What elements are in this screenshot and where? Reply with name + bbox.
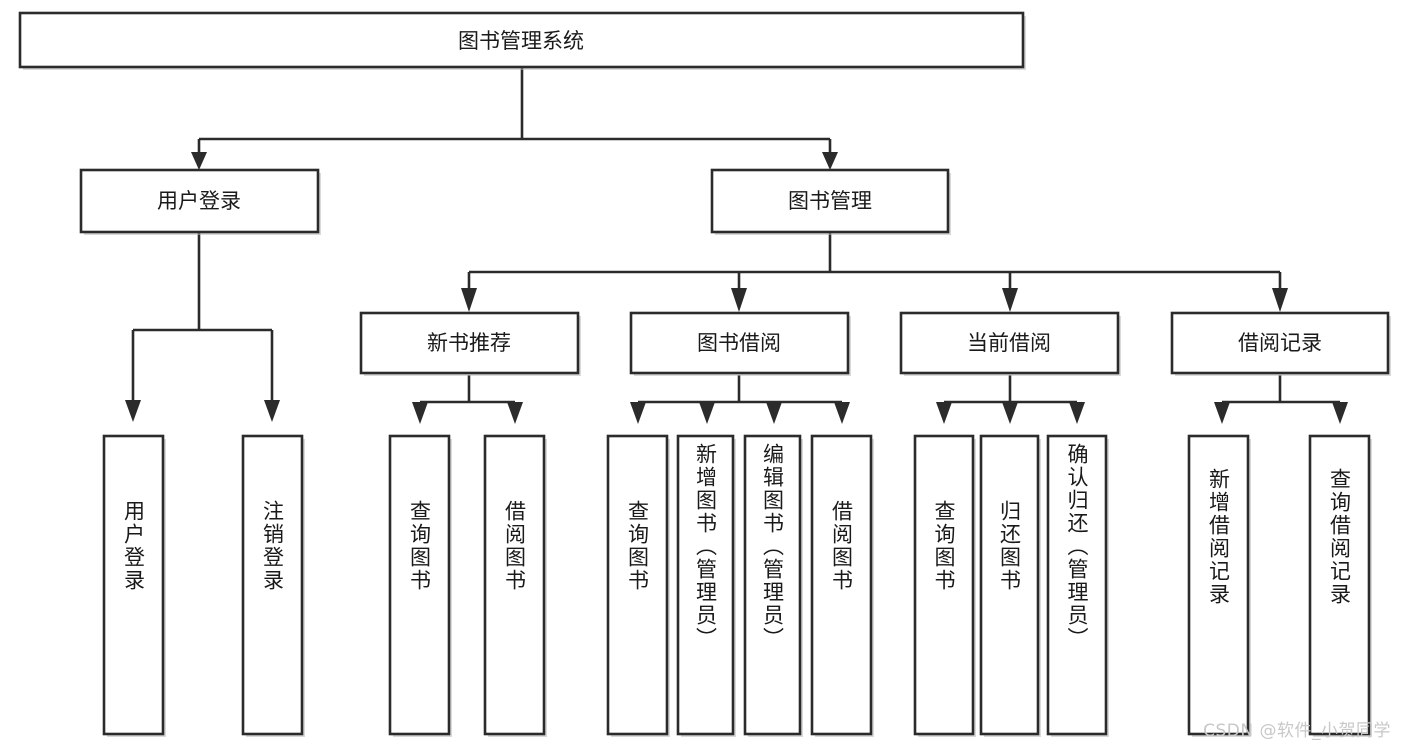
arrowhead-new-book-recommend bbox=[461, 288, 477, 312]
connector-layer bbox=[125, 67, 1348, 424]
arrowhead-book-borrow bbox=[731, 288, 747, 312]
new-book-recommend-box bbox=[359, 311, 580, 375]
arrowhead-current-borrow bbox=[1002, 288, 1018, 312]
book-management-label: 图书管理 bbox=[788, 189, 872, 213]
arrowhead-leaf-borrow-book-2 bbox=[834, 402, 850, 424]
node-leaf-edit-book[interactable] bbox=[743, 434, 803, 737]
root-label: 图书管理系统 bbox=[458, 29, 584, 53]
leaf-borrow-book-2-box bbox=[810, 434, 873, 736]
user-login-label: 用户登录 bbox=[157, 189, 241, 213]
node-leaf-borrow-book-1[interactable] bbox=[483, 434, 547, 737]
book-management-box bbox=[710, 168, 950, 234]
node-layer: 图书管理系统 用户登录 图书管理 新书推荐 bbox=[18, 11, 1391, 737]
arrowhead-leaf-query-book-3 bbox=[936, 402, 952, 424]
leaf-confirm-return-box bbox=[1046, 434, 1108, 736]
borrow-record-label: 借阅记录 bbox=[1238, 331, 1322, 355]
node-current-borrow[interactable]: 当前借阅 bbox=[899, 311, 1121, 376]
leaf-edit-book-box bbox=[743, 434, 802, 736]
leaf-query-book-1-box bbox=[388, 434, 451, 736]
node-leaf-query-book-3[interactable] bbox=[913, 434, 976, 737]
arrowhead-leaf-add-book bbox=[699, 402, 715, 424]
arrowhead-leaf-add-record bbox=[1214, 402, 1230, 424]
node-leaf-user-login[interactable] bbox=[102, 434, 166, 737]
node-root[interactable]: 图书管理系统 bbox=[18, 11, 1026, 70]
node-leaf-confirm-return[interactable] bbox=[1046, 434, 1109, 737]
node-leaf-add-book[interactable] bbox=[676, 434, 736, 737]
leaf-query-record-box bbox=[1308, 434, 1371, 736]
arrowhead-leaf-return-book bbox=[1002, 402, 1018, 424]
node-borrow-record[interactable]: 借阅记录 bbox=[1170, 311, 1391, 376]
leaf-add-record-box bbox=[1187, 434, 1250, 736]
node-new-book-recommend[interactable]: 新书推荐 bbox=[359, 311, 581, 376]
arrowhead-user-login bbox=[191, 152, 207, 170]
leaf-borrow-book-1-box bbox=[483, 434, 546, 736]
arrowhead-leaf-query-record bbox=[1332, 402, 1348, 424]
leaf-query-book-3-box bbox=[913, 434, 975, 736]
user-login-box bbox=[79, 168, 320, 234]
arrowhead-leaf-query-book-2 bbox=[630, 402, 646, 424]
node-leaf-query-book-2[interactable] bbox=[606, 434, 670, 737]
leaf-logout-login-box bbox=[241, 434, 304, 736]
current-borrow-label: 当前借阅 bbox=[967, 331, 1051, 355]
node-leaf-return-book[interactable] bbox=[979, 434, 1041, 737]
leaf-return-book-box bbox=[979, 434, 1040, 736]
node-leaf-query-record[interactable] bbox=[1308, 434, 1372, 737]
leaf-user-login-box bbox=[102, 434, 165, 736]
arrowhead-leaf-edit-book bbox=[766, 402, 782, 424]
book-borrow-label: 图书借阅 bbox=[697, 331, 781, 355]
node-user-login[interactable]: 用户登录 bbox=[79, 168, 321, 235]
new-book-recommend-label: 新书推荐 bbox=[427, 331, 511, 355]
root-box bbox=[18, 11, 1025, 69]
arrowhead-leaf-confirm-return bbox=[1069, 402, 1085, 424]
borrow-record-box bbox=[1170, 311, 1390, 375]
book-borrow-box bbox=[629, 311, 850, 375]
current-borrow-box bbox=[899, 311, 1120, 375]
leaf-add-book-box bbox=[676, 434, 735, 736]
node-book-management[interactable]: 图书管理 bbox=[710, 168, 951, 235]
arrowhead-leaf-user-login bbox=[125, 400, 141, 422]
leaf-query-book-2-box bbox=[606, 434, 669, 736]
arrowhead-leaf-query-book-1 bbox=[412, 402, 428, 424]
arrowhead-book-management bbox=[822, 152, 838, 170]
node-leaf-add-record[interactable] bbox=[1187, 434, 1251, 737]
node-leaf-logout-login[interactable] bbox=[241, 434, 305, 737]
arrowhead-leaf-logout-login bbox=[264, 400, 280, 422]
arrowhead-leaf-borrow-book-1 bbox=[507, 402, 523, 424]
arrowhead-borrow-record bbox=[1272, 288, 1288, 312]
node-book-borrow[interactable]: 图书借阅 bbox=[629, 311, 851, 376]
node-leaf-query-book-1[interactable] bbox=[388, 434, 452, 737]
node-leaf-borrow-book-2[interactable] bbox=[810, 434, 874, 737]
